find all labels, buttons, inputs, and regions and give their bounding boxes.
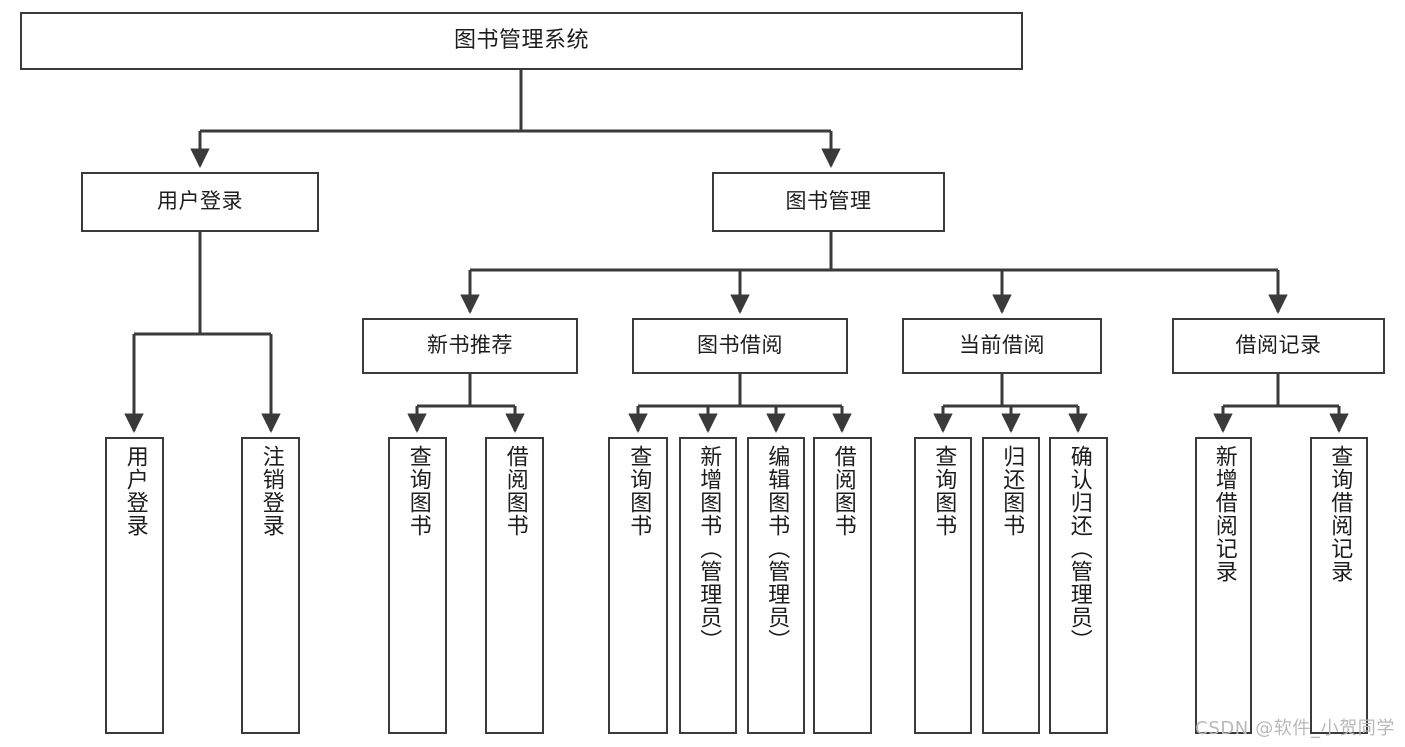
leaf-return-books[interactable]: 归还图书 <box>982 437 1040 734</box>
node-current-loan[interactable]: 当前借阅 <box>902 318 1102 374</box>
node-user-login[interactable]: 用户登录 <box>81 172 319 232</box>
node-label: 新增借阅记录 <box>1211 445 1237 583</box>
leaf-confirm-return-admin[interactable]: 确认归还（管理员） <box>1049 437 1108 734</box>
node-label: 归还图书 <box>999 445 1025 537</box>
node-label: 当前借阅 <box>959 333 1045 358</box>
leaf-borrow-books-book-borrow[interactable]: 借阅图书 <box>813 437 872 734</box>
leaf-borrow-books-new-book-recommend[interactable]: 借阅图书 <box>485 437 544 734</box>
leaf-add-book-admin[interactable]: 新增图书（管理员） <box>679 437 737 734</box>
csdn-watermark: CSDN @软件_小贺同学 <box>1195 718 1395 739</box>
node-label: 借阅图书 <box>502 445 528 537</box>
node-label: 确认归还（管理员） <box>1066 445 1092 652</box>
node-loan-record[interactable]: 借阅记录 <box>1172 318 1385 374</box>
node-label: 用户登录 <box>157 189 243 214</box>
node-label: 新书推荐 <box>427 333 513 358</box>
leaf-query-loan-record[interactable]: 查询借阅记录 <box>1310 437 1368 734</box>
node-label: 查询图书 <box>626 445 652 537</box>
node-label: 新增图书（管理员） <box>696 445 722 652</box>
node-book-management[interactable]: 图书管理 <box>712 172 945 232</box>
node-label: 借阅图书 <box>830 445 856 537</box>
node-label: 注销登录 <box>258 445 284 537</box>
node-label: 查询图书 <box>405 445 431 537</box>
node-label: 借阅记录 <box>1235 333 1322 358</box>
node-label: 图书管理系统 <box>453 27 589 53</box>
node-label: 编辑图书（管理员） <box>764 445 790 652</box>
leaf-user-login[interactable]: 用户登录 <box>105 437 164 734</box>
node-book-borrow[interactable]: 图书借阅 <box>632 318 848 374</box>
node-label: 用户登录 <box>122 445 148 537</box>
node-label: 查询借阅记录 <box>1327 445 1353 583</box>
node-label: 查询图书 <box>931 445 957 537</box>
node-new-book-recommend[interactable]: 新书推荐 <box>362 318 578 374</box>
leaf-logout[interactable]: 注销登录 <box>241 437 300 734</box>
leaf-query-books-new-book-recommend[interactable]: 查询图书 <box>388 437 447 734</box>
node-label: 图书借阅 <box>697 333 783 358</box>
leaf-edit-book-admin[interactable]: 编辑图书（管理员） <box>747 437 805 734</box>
node-label: 图书管理 <box>785 189 872 214</box>
leaf-query-books-book-borrow[interactable]: 查询图书 <box>608 437 668 734</box>
node-book-management-system[interactable]: 图书管理系统 <box>20 12 1023 70</box>
leaf-query-books-current-loan[interactable]: 查询图书 <box>914 437 972 734</box>
leaf-add-loan-record[interactable]: 新增借阅记录 <box>1195 437 1252 734</box>
